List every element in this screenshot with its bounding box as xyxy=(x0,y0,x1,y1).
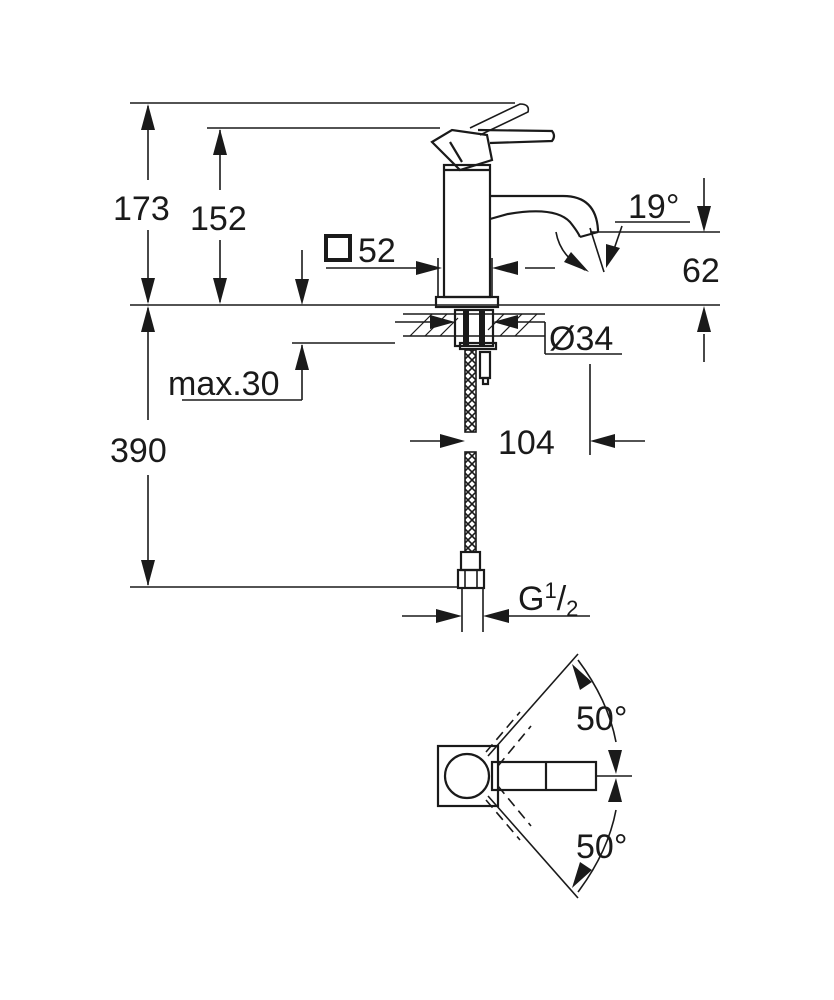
dimension-diameter-34: Ø34 xyxy=(395,315,622,358)
dim-connection-den: 2 xyxy=(566,596,578,621)
dimension-173: 173 xyxy=(113,104,170,304)
svg-text:G1/2: G1/2 xyxy=(518,578,578,621)
dim-base-square: 52 xyxy=(358,232,396,270)
dim-spout-angle: 19° xyxy=(628,188,679,226)
dim-spout-height: 62 xyxy=(682,252,720,290)
side-view: 173 152 390 52 xyxy=(110,102,720,632)
dimension-max-30: max.30 xyxy=(168,250,309,403)
dimension-19-degrees: 19° xyxy=(555,188,690,273)
countertop-section xyxy=(403,308,545,386)
dimension-62: 62 xyxy=(682,178,720,362)
dim-hole-diameter: Ø34 xyxy=(549,320,613,358)
dim-spout-reach: 104 xyxy=(498,424,555,462)
dim-connection-num: 1 xyxy=(544,578,556,603)
dim-counter-thickness: max.30 xyxy=(168,365,280,403)
dimension-104: 104 xyxy=(410,424,645,462)
square-symbol xyxy=(324,234,352,262)
extension-lines xyxy=(130,102,720,588)
dimension-square-52: 52 xyxy=(324,232,555,296)
dim-connection-base: G xyxy=(518,580,544,618)
dim-rotation-top: 50° xyxy=(576,700,627,738)
dimension-390: 390 xyxy=(110,306,167,586)
top-view: 50° 50° xyxy=(436,653,632,899)
hose xyxy=(456,349,486,632)
dimension-g-half: G1/2 xyxy=(402,578,590,623)
dim-hose-length: 390 xyxy=(110,432,167,470)
faucet-body xyxy=(430,103,600,309)
dim-total-height: 173 xyxy=(113,190,170,228)
dimension-152: 152 xyxy=(190,129,247,304)
dim-rotation-bottom: 50° xyxy=(576,828,627,866)
dim-lever-height: 152 xyxy=(190,200,247,238)
